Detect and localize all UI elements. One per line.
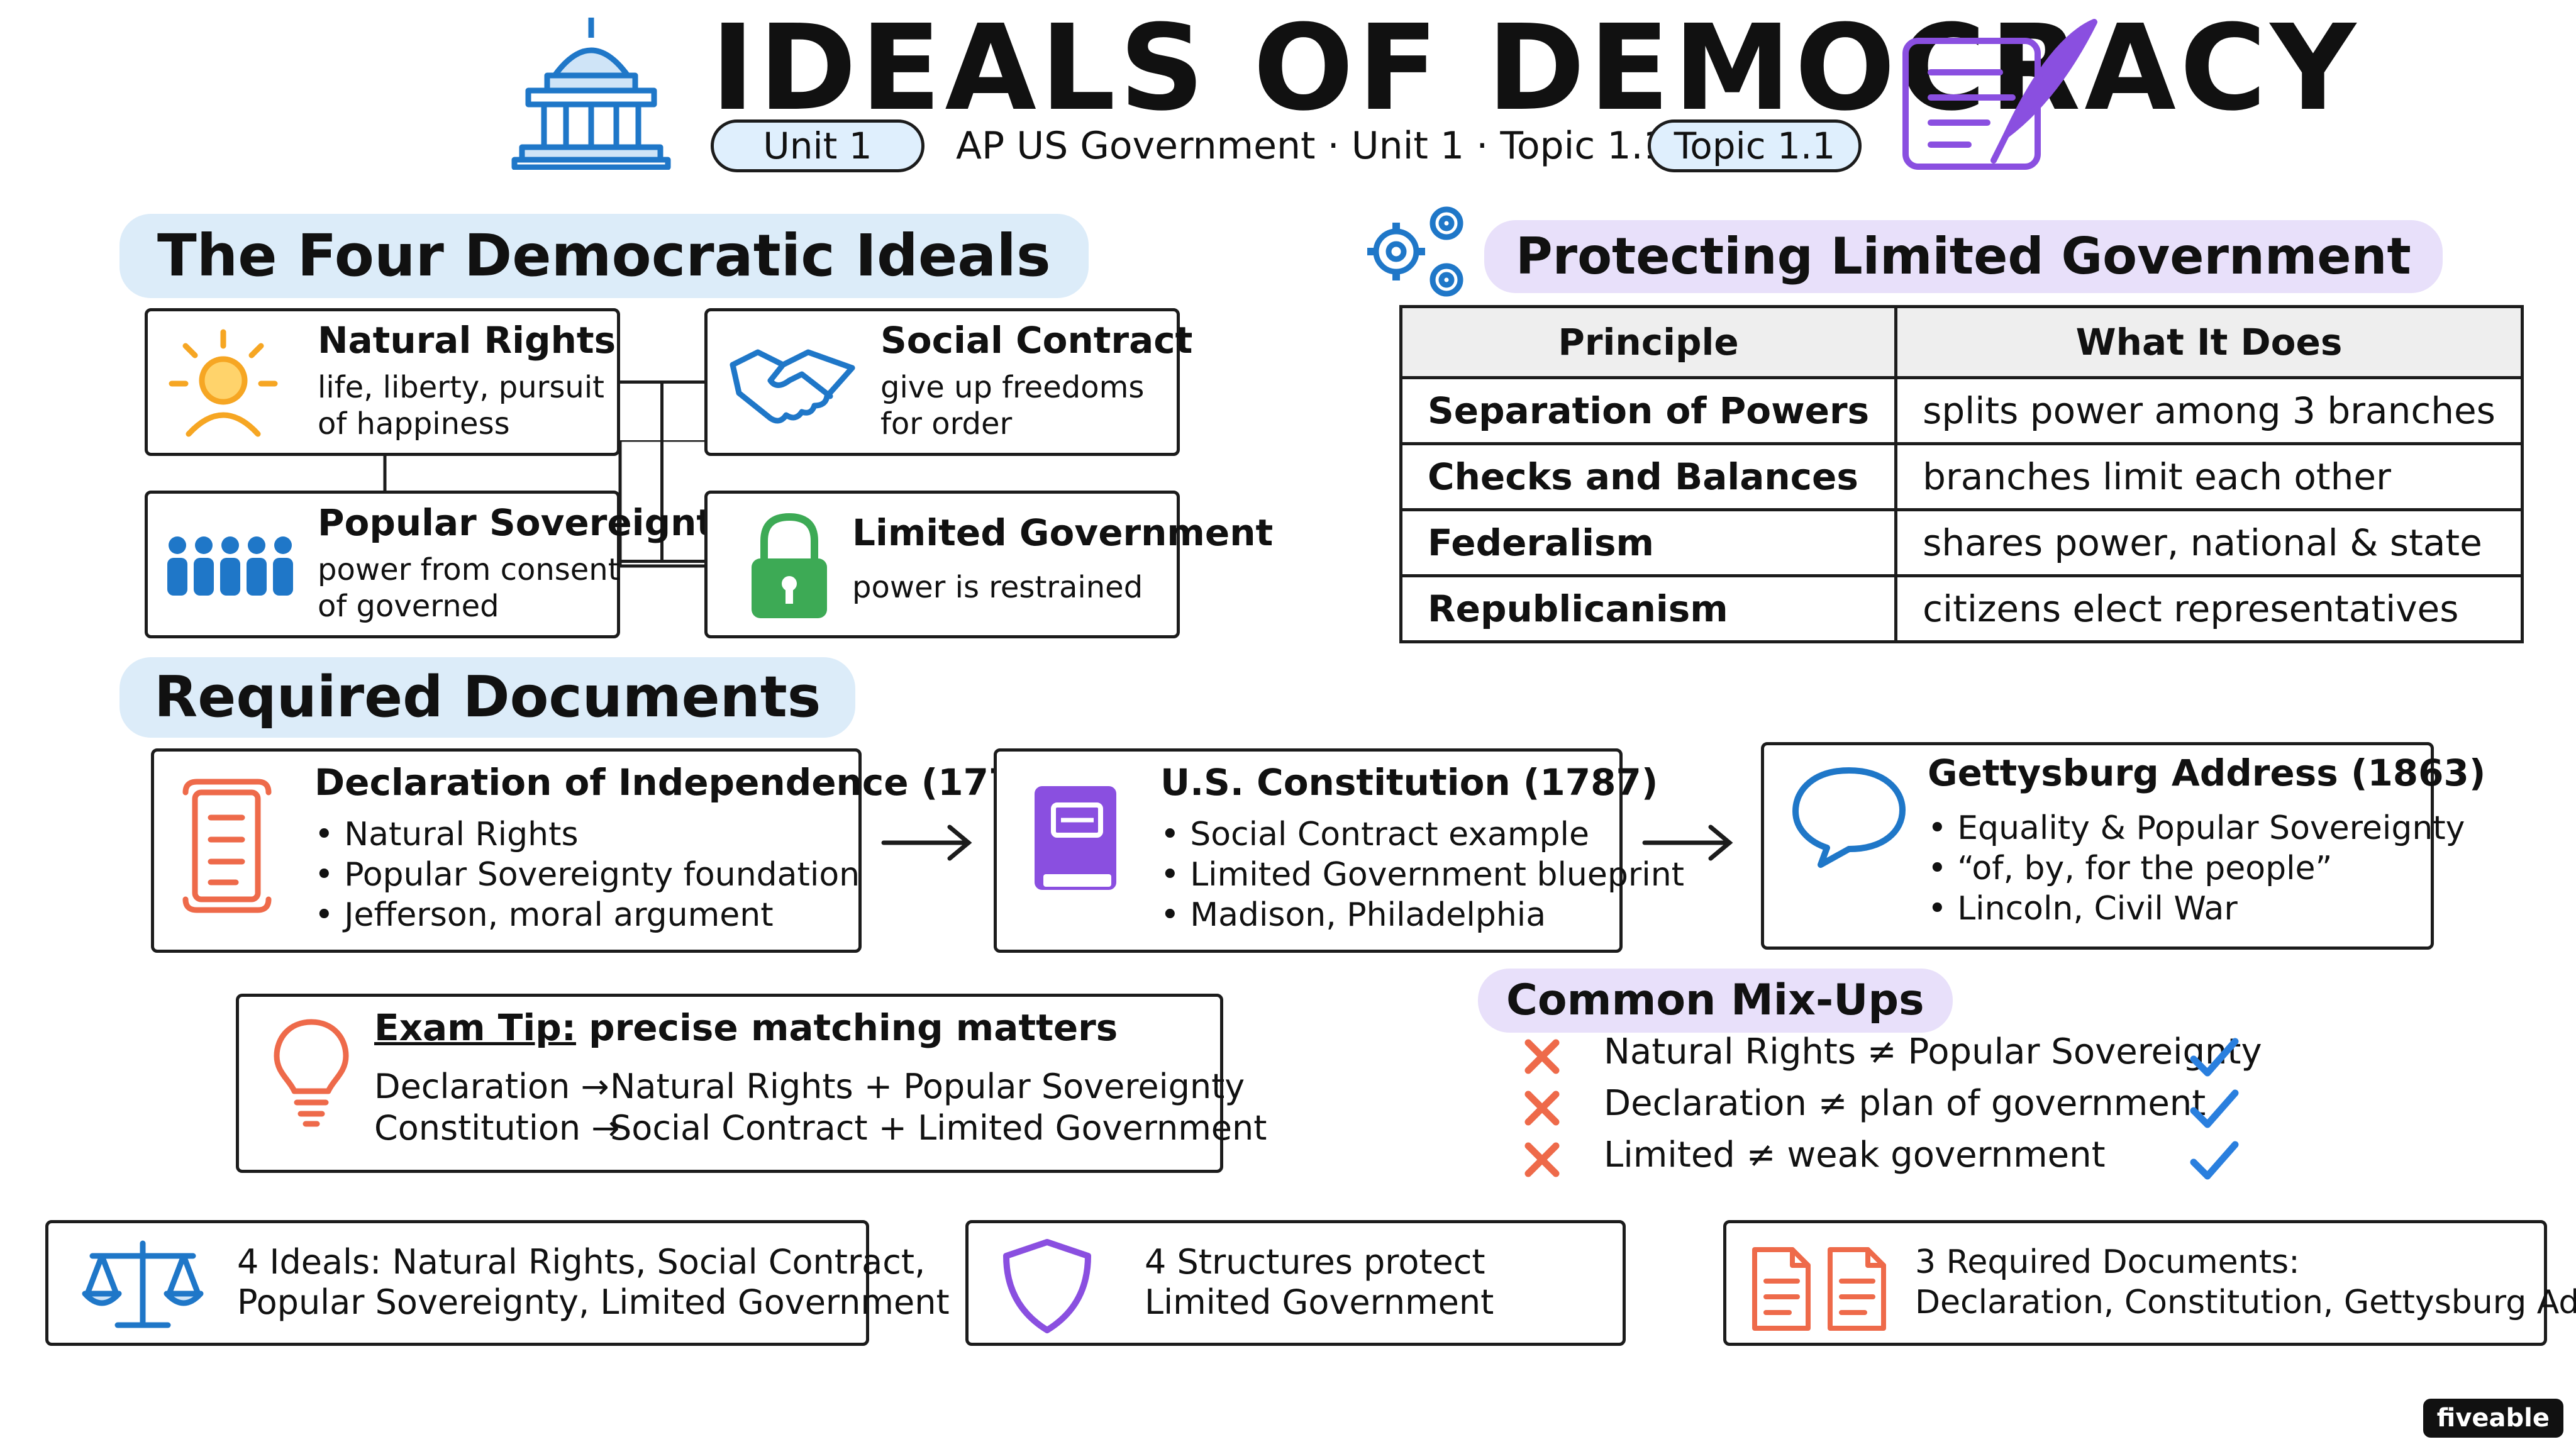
- description-cell: splits power among 3 branches: [1894, 376, 2524, 445]
- principle-cell: Federalism: [1399, 508, 1898, 577]
- check-icon: [2189, 1140, 2239, 1184]
- table-row: Checks and Balances branches limit each …: [1399, 442, 2524, 511]
- document-bullets: Natural Rights Popular Sovereignty found…: [314, 814, 860, 935]
- column-header-what-it-does: What It Does: [1894, 305, 2524, 379]
- gears-icon: [1358, 201, 1484, 302]
- ideal-title: Natural Rights: [318, 319, 616, 362]
- principle-cell: Republicanism: [1399, 574, 1898, 643]
- shield-icon: [1000, 1236, 1094, 1336]
- ideals-heading: The Four Democratic Ideals: [119, 214, 1089, 299]
- course-subtitle: AP US Government · Unit 1 · Topic 1.1: [956, 124, 1667, 168]
- mixup-item: Limited ≠ weak government: [1604, 1135, 2106, 1175]
- exam-tip-title: Exam Tip: precise matching matters: [374, 1006, 1118, 1049]
- table-row: Republicanism citizens elect representat…: [1399, 574, 2524, 643]
- protecting-heading: Protecting Limited Government: [1484, 220, 2443, 293]
- mixup-item: Natural Rights ≠ Popular Sovereignty: [1604, 1031, 2262, 1072]
- summary-text: 3 Required Documents:Declaration, Consti…: [1915, 1243, 2576, 1321]
- document-card-gettysburg: Gettysburg Address (1863) Equality & Pop…: [1761, 742, 2485, 950]
- cross-icon: [1522, 1088, 1562, 1131]
- tip-document: Constitution →: [374, 1108, 620, 1148]
- exam-tip-card: Exam Tip: precise matching matters Decla…: [236, 994, 1267, 1173]
- scales-icon: [80, 1237, 206, 1331]
- principles-table: Principle What It Does Separation of Pow…: [1399, 305, 2524, 643]
- ideal-description: power is restrained: [852, 570, 1143, 605]
- description-cell: citizens elect representatives: [1894, 574, 2524, 643]
- scroll-icon: [179, 777, 274, 915]
- description-cell: shares power, national & state: [1894, 508, 2524, 577]
- quill-scroll-icon: [1893, 16, 2101, 176]
- bullet-item: Limited Government blueprint: [1160, 855, 1684, 895]
- column-header-principle: Principle: [1399, 305, 1898, 379]
- check-icon: [2189, 1088, 2239, 1132]
- documents-heading: Required Documents: [119, 657, 856, 738]
- capitol-icon: [509, 13, 673, 170]
- ideal-title: Limited Government: [852, 511, 1274, 554]
- document-card-declaration: Declaration of Independence (1776) Natur…: [151, 748, 1056, 953]
- documents-icon: [1748, 1237, 1893, 1338]
- ideals-connector-vert: [660, 380, 663, 563]
- unit-pill: Unit 1: [711, 119, 924, 172]
- bullet-item: Popular Sovereignty foundation: [314, 855, 860, 895]
- lock-icon: [745, 509, 833, 623]
- ideal-title: Popular Sovereignty: [318, 501, 738, 544]
- ideal-title: Social Contract: [880, 319, 1193, 362]
- ideals-connector-bottom: [616, 560, 708, 563]
- book-icon: [1028, 780, 1123, 899]
- cross-icon: [1522, 1140, 1562, 1182]
- document-title: Declaration of Independence (1776): [314, 761, 1057, 804]
- speech-bubble-icon: [1789, 761, 1909, 868]
- tip-document: Declaration →: [374, 1067, 609, 1106]
- table-row: Federalism shares power, national & stat…: [1399, 508, 2524, 577]
- exam-tip-lines: Declaration →Natural Rights + Popular So…: [374, 1066, 1267, 1149]
- mixup-item: Declaration ≠ plan of government: [1604, 1083, 2206, 1124]
- summary-text: 4 Ideals: Natural Rights, Social Contrac…: [237, 1242, 950, 1322]
- arrow-right-icon: [880, 821, 975, 865]
- handshake-icon: [726, 333, 858, 434]
- people-group-icon: [164, 531, 299, 607]
- topic-pill: Topic 1.1: [1648, 119, 1862, 172]
- tip-match: Social Contract + Limited Government: [610, 1108, 1267, 1148]
- tip-match: Natural Rights + Popular Sovereignty: [610, 1067, 1245, 1106]
- arrow-right-icon: [1641, 821, 1736, 865]
- table-header-row: Principle What It Does: [1399, 305, 2524, 379]
- bullet-item: Jefferson, moral argument: [314, 895, 860, 935]
- ideal-card-limited-government: Limited Government power is restrained: [704, 491, 1273, 638]
- document-title: U.S. Constitution (1787): [1160, 761, 1658, 804]
- sun-icon: [167, 327, 280, 440]
- cross-icon: [1522, 1036, 1562, 1079]
- exam-tip-heading: precise matching matters: [589, 1006, 1118, 1049]
- exam-tip-label: Exam Tip:: [374, 1006, 576, 1049]
- bullet-item: Madison, Philadelphia: [1160, 895, 1684, 935]
- document-card-constitution: U.S. Constitution (1787) Social Contract…: [994, 748, 1684, 953]
- lightbulb-icon: [270, 1016, 352, 1129]
- check-icon: [2189, 1036, 2239, 1080]
- principle-cell: Separation of Powers: [1399, 376, 1898, 445]
- bullet-item: Natural Rights: [314, 814, 860, 855]
- bullet-item: Equality & Popular Sovereignty: [1928, 808, 2465, 848]
- document-title: Gettysburg Address (1863): [1928, 752, 2486, 794]
- main-title: IDEALS OF DEMOCRACY: [711, 0, 2360, 137]
- summary-card-ideals: 4 Ideals: Natural Rights, Social Contrac…: [45, 1220, 950, 1346]
- mixups-heading: Common Mix-Ups: [1478, 969, 1953, 1033]
- document-bullets: Equality & Popular Sovereignty “of, by, …: [1928, 808, 2465, 929]
- summary-card-documents: 3 Required Documents:Declaration, Consti…: [1723, 1220, 2576, 1346]
- mixups-list: Natural Rights ≠ Popular Sovereignty Dec…: [1522, 1031, 2277, 1214]
- ideals-connector-top: [616, 380, 708, 384]
- table-row: Separation of Powers splits power among …: [1399, 376, 2524, 445]
- description-cell: branches limit each other: [1894, 442, 2524, 511]
- document-bullets: Social Contract example Limited Governme…: [1160, 814, 1684, 935]
- principle-cell: Checks and Balances: [1399, 442, 1898, 511]
- bullet-item: “of, by, for the people”: [1928, 848, 2465, 889]
- fiveable-logo: fiveable: [2423, 1399, 2563, 1438]
- bullet-item: Social Contract example: [1160, 814, 1684, 855]
- bullet-item: Lincoln, Civil War: [1928, 889, 2465, 929]
